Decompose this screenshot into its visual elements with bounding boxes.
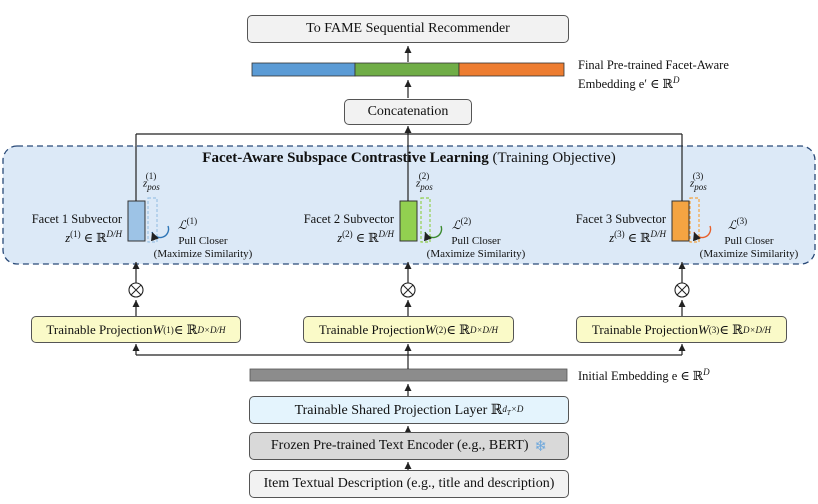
facet-1-pull-text: Pull Closer (Maximize Similarity) (153, 235, 253, 260)
positive-subvector (147, 197, 158, 243)
subvector-bar (399, 200, 418, 242)
facet-2-positive-label: zpos(2) (416, 171, 433, 192)
facet-2-subvector (399, 197, 443, 243)
facet-2-flow (400, 262, 416, 316)
facet-3-label: Facet 3 Subvector z(3) ∈ ℝD/H (575, 212, 666, 246)
facet-3-subvector (671, 197, 712, 243)
initial-embedding-bar (249, 368, 568, 382)
final-embedding-segment-2 (354, 62, 460, 77)
recommender-box: To FAME Sequential Recommender (247, 15, 569, 43)
positive-subvector (420, 197, 431, 243)
facet-3-pull-text: Pull Closer (Maximize Similarity) (699, 235, 799, 260)
facet-2-label: Facet 2 Subvector z(2) ∈ ℝD/H (303, 212, 394, 246)
subvector-bar (127, 200, 146, 242)
concatenation-label: Concatenation (367, 104, 449, 119)
item-description-box: Item Textual Description (e.g., title an… (249, 470, 569, 498)
facet-2-pull-text: Pull Closer (Maximize Similarity) (426, 235, 526, 260)
initial-embedding-caption: Initial Embedding e ∈ ℝD (578, 367, 710, 384)
recommender-label: To FAME Sequential Recommender (306, 21, 510, 36)
subvector-bar (671, 200, 690, 242)
facet-3-positive-label: zpos(3) (690, 171, 707, 192)
pull-closer-arrow-icon (693, 225, 712, 242)
final-embedding-caption: Final Pre-trained Facet-Aware Embedding … (578, 58, 729, 92)
pull-closer-arrow-icon (151, 225, 170, 242)
snowflake-icon: ❄ (534, 437, 548, 455)
facet-3-loss: ℒ(3) (728, 216, 748, 232)
facet-3-flow (674, 262, 690, 316)
positive-subvector (689, 197, 700, 243)
frozen-encoder-box: Frozen Pre-trained Text Encoder (e.g., B… (249, 432, 569, 460)
facet-1-positive-label: zpos(1) (143, 171, 160, 192)
final-embedding-segment-3 (458, 62, 565, 77)
concatenation-box: Concatenation (344, 99, 472, 125)
pull-closer-arrow-icon (424, 225, 443, 242)
facet-1-loss: ℒ(1) (178, 216, 198, 232)
facet-2-loss: ℒ(2) (452, 216, 472, 232)
facet-1-label: Facet 1 Subvector z(1) ∈ ℝD/H (31, 212, 122, 246)
objective-title: Facet-Aware Subspace Contrastive Learnin… (202, 150, 616, 166)
facet-1-subvector (127, 197, 170, 243)
facet-1-flow (128, 262, 144, 316)
final-embedding-segment-1 (251, 62, 356, 77)
